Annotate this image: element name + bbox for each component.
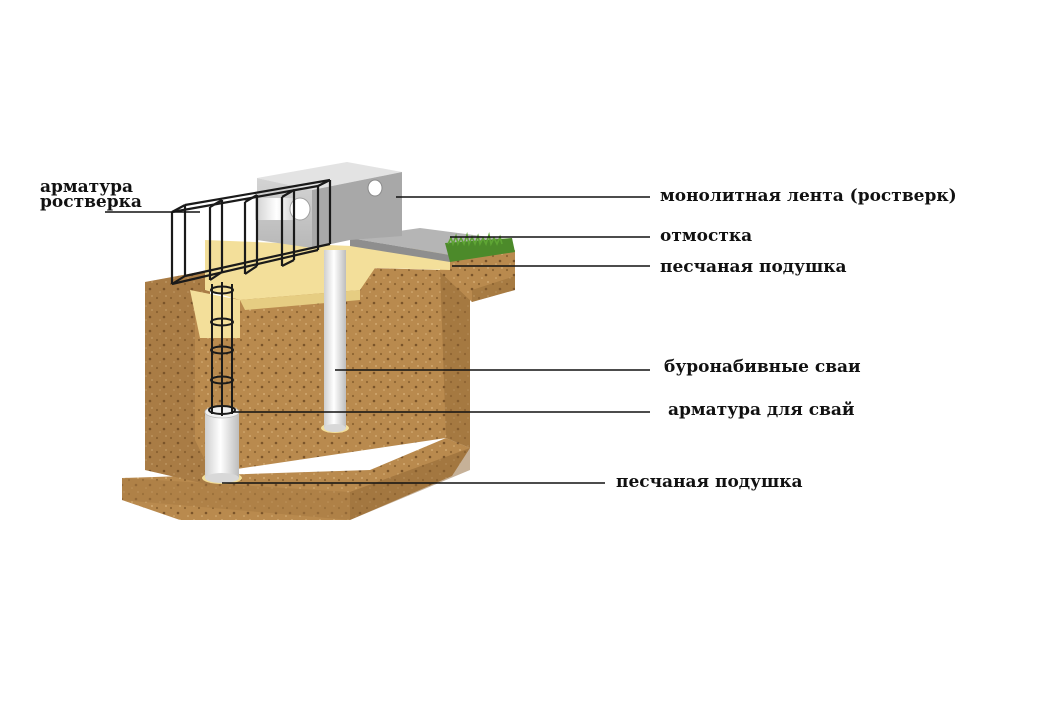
label-sand-cushion-bottom: песчаная подушка [616,472,803,492]
label-bored-piles: буронабивные сваи [664,357,861,377]
soil-base-slab [122,438,470,520]
soil-left-wall [145,270,210,485]
label-blind-area: отмостка [660,226,753,246]
pile-right [324,250,346,432]
rostverk-rebar-cage [170,178,332,286]
label-monolithic-strip: монолитная лента (ростверк) [660,186,957,206]
grass-patch [445,232,515,262]
pile-left [204,405,240,483]
pile-rebar-cage [208,282,236,416]
leader-lines [105,196,650,484]
label-rostverk-rebar-line1: арматура [40,177,134,197]
label-pile-rebar: арматура для свай [668,400,855,420]
soil-right-block [440,250,515,302]
label-rostverk-rebar-line2: ростверка [40,192,142,212]
label-sand-cushion-top: песчаная подушка [660,257,847,277]
